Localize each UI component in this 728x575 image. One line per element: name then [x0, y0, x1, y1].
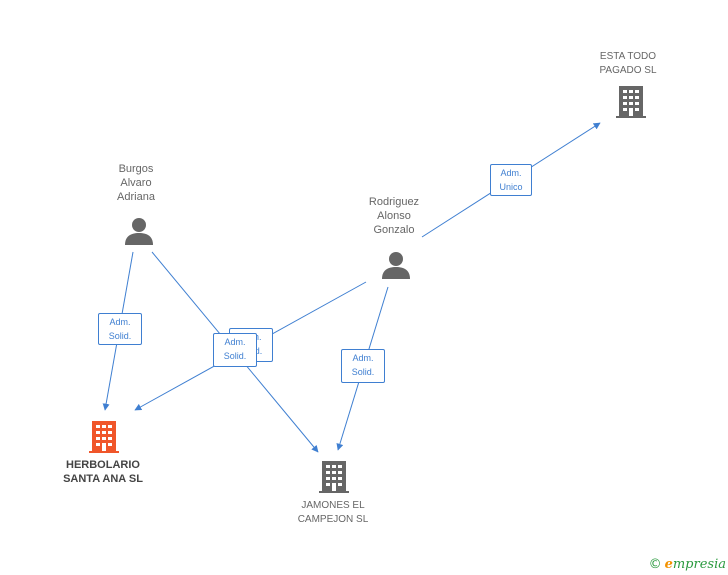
- relation-badge-adm-solid[interactable]: Adm. Solid.: [213, 333, 257, 367]
- person-label-burgos: Burgos Alvaro Adriana: [117, 163, 155, 203]
- person-icon[interactable]: [124, 216, 154, 246]
- building-icon[interactable]: [88, 420, 120, 454]
- building-icon[interactable]: [615, 85, 647, 119]
- company-label-jamones: JAMONES EL CAMPEJON SL: [297, 500, 369, 525]
- relation-badge-adm-solid[interactable]: Adm. Solid.: [98, 313, 142, 345]
- building-icon[interactable]: [318, 460, 350, 494]
- brand-logo: ©empresia: [649, 557, 726, 572]
- company-label-esta-todo: ESTA TODO PAGADO SL: [599, 51, 657, 76]
- copyright-symbol: ©: [648, 557, 662, 572]
- company-label-herbolario: HERBOLARIO SANTA ANA SL: [63, 459, 143, 485]
- relation-badge-adm-solid[interactable]: Adm. Solid.: [341, 349, 385, 383]
- brand-initial: e: [664, 557, 673, 572]
- brand-name: mpresia: [672, 557, 726, 572]
- relation-badge-adm-unico[interactable]: Adm. Unico: [490, 164, 532, 196]
- person-label-rodriguez: Rodriguez Alonso Gonzalo: [368, 196, 420, 236]
- person-icon[interactable]: [381, 250, 411, 280]
